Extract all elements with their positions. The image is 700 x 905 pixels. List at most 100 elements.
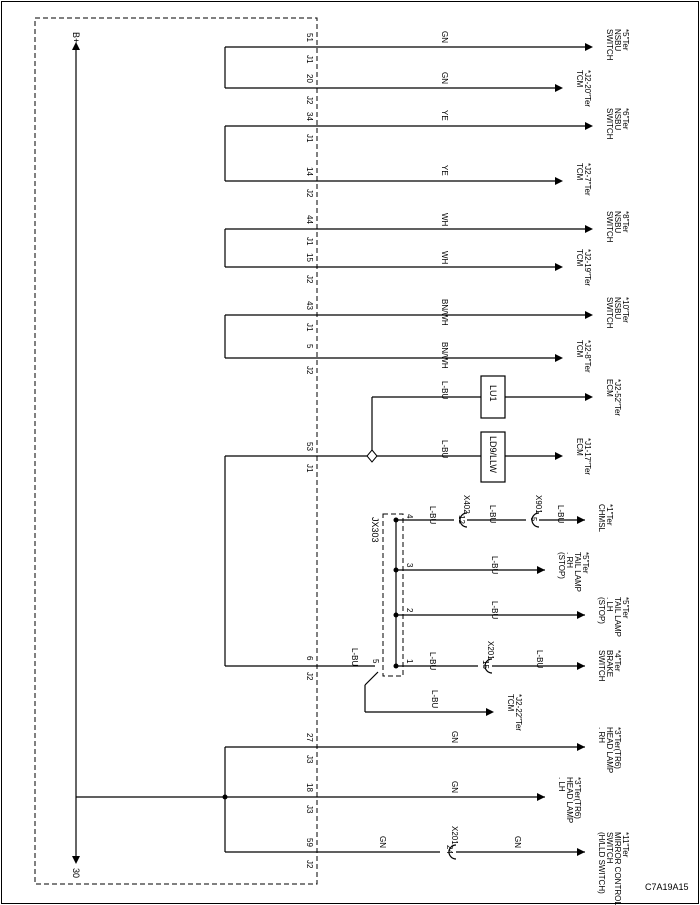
wire-arrow [585,122,593,130]
wire-arrow [537,793,545,801]
wire-color-label: GN [440,31,449,43]
wire-arrow [555,354,563,362]
bus-arrow-bottom [72,856,80,864]
connector-label: J1 [305,323,314,332]
wire-arrow [577,743,585,751]
wire-color-label: L-BU [428,506,437,524]
pin-label: 51 [305,33,314,42]
destination-label: *3"Ter(TR6) [573,777,582,819]
wire-arrow [577,848,585,856]
destination-label: MIRROR CONTROL [613,832,622,905]
pin-label: 14 [305,167,314,176]
wire-arrow [585,225,593,233]
destination-label: SWITCH [605,297,614,329]
wire-color-label: GN [450,781,459,793]
wire-color-label: L-BU [535,650,544,668]
connector-label: J1 [305,134,314,143]
fuse-ld9 [480,431,506,483]
wire-color-label: L-BU [428,652,437,670]
x201-mirror-name: X201 [450,826,459,845]
destination-label: CHMSL [597,504,606,533]
wire-color-label: L-BU [488,505,497,523]
wire-color-label: L-BU [556,505,565,523]
wire-color-label: L-BU [350,648,359,666]
destination-label: . RH [565,552,574,568]
wire-color-label: BN/WH [440,342,449,369]
connector-label: J2 [305,189,314,198]
destination-label: . LH [557,777,566,792]
pin-label: 6 [305,656,314,661]
destination-label: HEAD LAMP [605,727,614,773]
pin-label: 53 [305,442,314,451]
destination-label: . RH [597,727,606,743]
destination-label: *10"Ter [621,297,630,323]
connector-label: J1 [305,237,314,246]
wire-color-label: L-BU [490,601,499,619]
splice-dot [393,663,399,669]
fuse-ld9-label: LD9/LLW [488,436,498,473]
splice-dot [393,567,399,573]
wire-color-label: GN [378,836,387,848]
destination-label: (STOP) [557,552,566,579]
wire-arrow [537,566,545,574]
wire-arrow [486,708,494,716]
wire-arrow [555,263,563,271]
destination-label: *J2-20"Ter [583,70,592,107]
fuse-lu1 [480,375,506,419]
junction-label: JX303 [370,517,380,543]
wire-color-label: L-BU [440,381,449,399]
x201-mirror-pin: 24 [445,845,454,854]
junction-pin: 1 [405,659,414,664]
destination-label: *1"Ter [605,504,614,526]
x201-brake-name: X201 [486,641,495,660]
destination-label: TCM [575,163,584,181]
splice-dot [222,794,228,800]
destination-label: NSBU [613,108,622,130]
wire-arrow [585,43,593,51]
junction-pin: 4 [405,514,414,519]
wire-arrow [555,452,563,460]
destination-label: TAIL LAMP [573,552,582,592]
wire-arrow [585,311,593,319]
wire-arrow [577,516,585,524]
connector-label: J2 [305,275,314,284]
destination-label: TCM [575,249,584,267]
connector-label: J2 [305,366,314,375]
wire-color-label: L-BU [440,440,449,458]
module-box [34,17,318,885]
wires [76,46,585,853]
destination-label: *J2-7"Ter [583,163,592,196]
x402-name: X402 [462,495,471,514]
pin-label: 20 [305,74,314,83]
connector-label: J2 [305,96,314,105]
pin-label: 18 [305,783,314,792]
wire-color-label: GN [440,72,449,84]
wire-arrow [555,84,563,92]
wire-color-label: GN [513,836,522,848]
wire-color-label: L-BU [430,690,439,708]
destination-label: *J2-19"Ter [583,249,592,286]
destination-label: *3"Ter(TR6) [613,727,622,769]
destination-label: *11"Ter [621,832,630,858]
wire-color-label: YE [440,165,449,176]
destination-label: (STOP) [597,597,606,624]
connector-x402 [459,512,468,528]
destination-label: SWITCH [605,211,614,243]
pin-label: 27 [305,733,314,742]
destination-label: HEAD LAMP [565,777,574,823]
wire-color-label: YE [440,110,449,121]
bus-bottom-label: 30 [71,868,81,878]
connector-label: J1 [305,55,314,64]
junction-pin: 3 [405,563,414,568]
bus-arrow-top [72,42,80,50]
connector-x201-brake [484,658,493,674]
destination-label: *5"Ter [621,597,630,619]
splice-dot [393,517,399,523]
destination-label: SWITCH [605,832,614,864]
x901-pin: 5 [529,517,538,522]
pin-label: 34 [305,112,314,121]
connector-label: J2 [305,860,314,869]
